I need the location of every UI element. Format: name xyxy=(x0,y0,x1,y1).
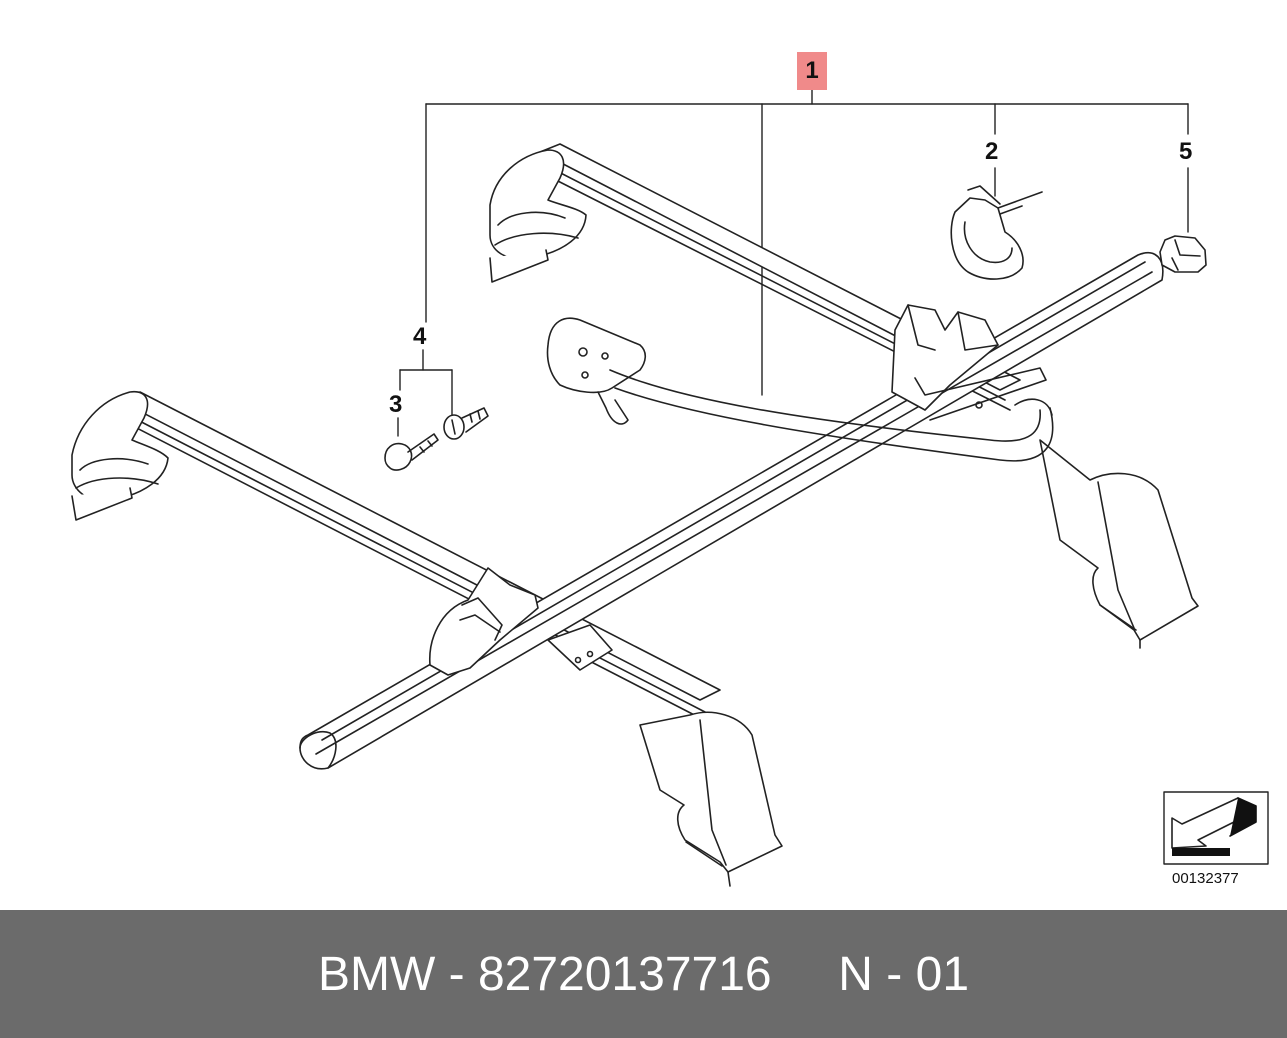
carrier-rail xyxy=(299,252,1164,770)
footer-separator: - xyxy=(435,947,478,1001)
front-right-foot xyxy=(639,711,783,887)
parts-diagram xyxy=(71,89,1269,887)
footer-bar: BMW - 82720137716 N - 01 xyxy=(0,910,1287,1038)
end-cap-part xyxy=(1159,235,1207,273)
footer-gap xyxy=(772,947,839,1002)
direction-arrow-icon xyxy=(1163,791,1269,865)
key-part xyxy=(384,433,439,471)
callout-3: 3 xyxy=(389,391,403,418)
rear-right-foot xyxy=(1039,439,1199,649)
footer-page-code: N - 01 xyxy=(838,947,970,1001)
callout-2: 2 xyxy=(985,138,999,165)
lock-part xyxy=(443,407,489,440)
callout-5: 5 xyxy=(1179,138,1193,165)
front-wheel-holder xyxy=(429,567,613,676)
footer-brand: BMW xyxy=(317,947,436,1001)
leader-lines xyxy=(397,89,1189,437)
strap-part xyxy=(950,185,1043,280)
callout-4: 4 xyxy=(413,323,427,350)
reference-code: 00132377 xyxy=(1172,870,1239,887)
rear-wheel-holder xyxy=(891,304,1047,421)
footer-text: BMW - 82720137716 N - 01 xyxy=(0,910,1287,1038)
down-tube-arm xyxy=(546,317,1054,462)
footer-part-number: 82720137716 xyxy=(477,947,772,1001)
callout-1: 1 xyxy=(797,52,827,90)
